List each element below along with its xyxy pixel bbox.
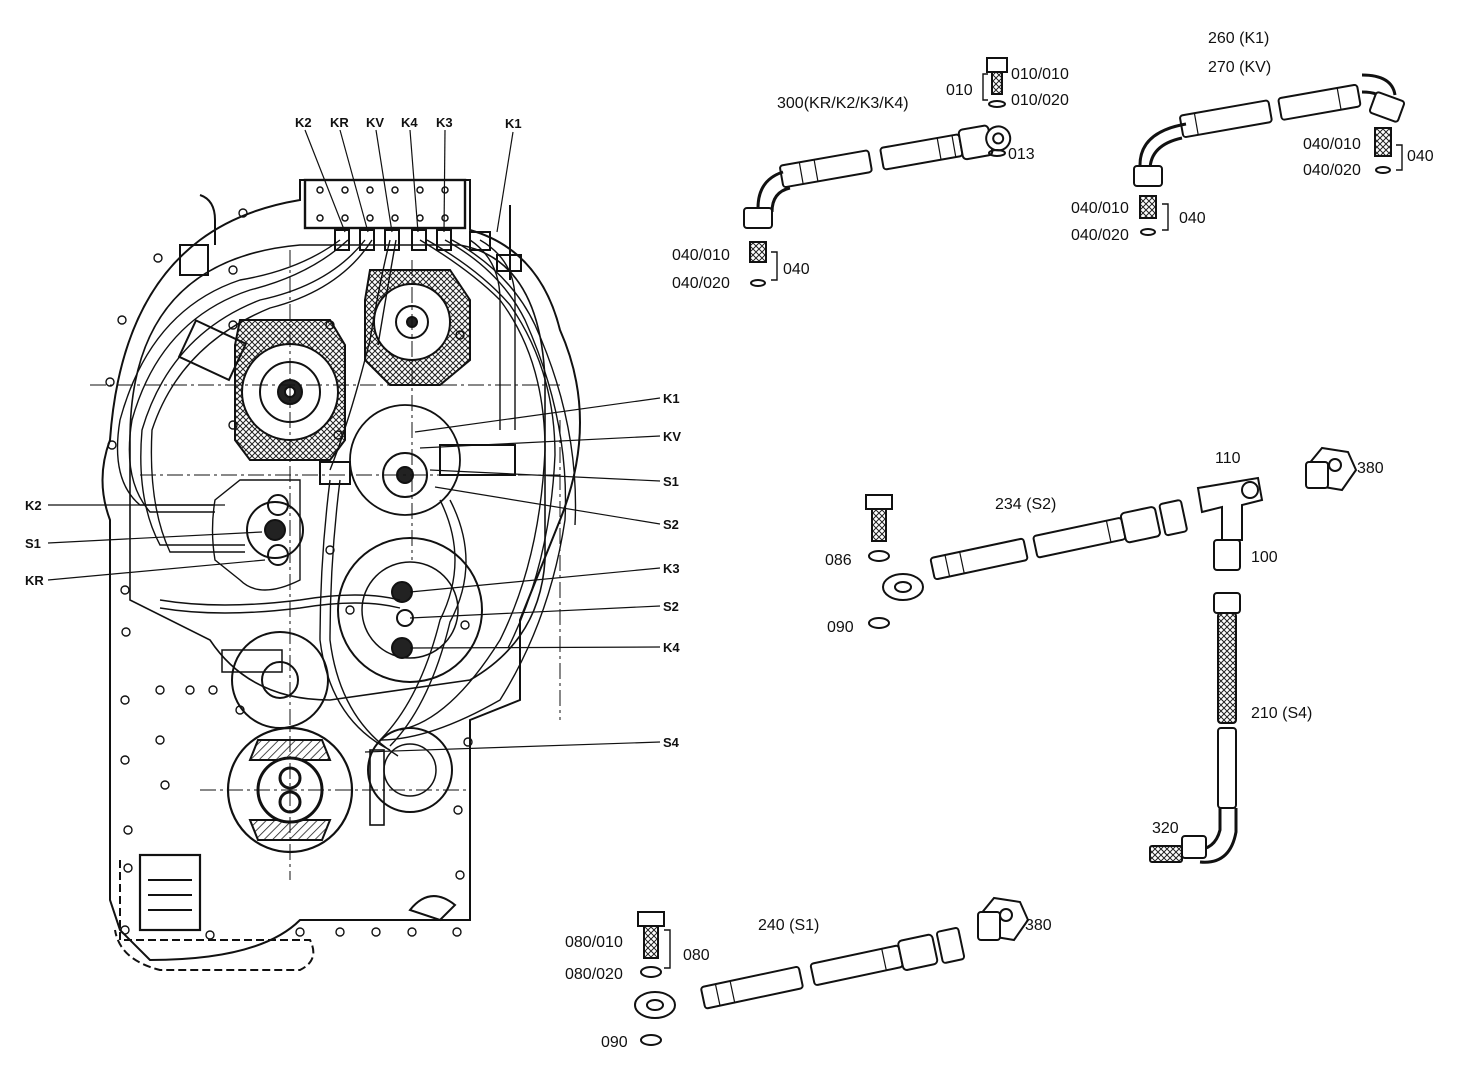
label-kr-top: KR	[330, 115, 349, 130]
label-040-010-b: 040/010	[1071, 200, 1129, 217]
label-080-020: 080/020	[565, 966, 623, 983]
label-040-010-c: 040/010	[1303, 136, 1361, 153]
label-110: 110	[1215, 450, 1241, 467]
label-010: 010	[946, 82, 973, 99]
housing-labels-right: K1 KV S1 S2 K3 S2 K4 S4	[663, 391, 681, 750]
label-210: 210 (S4)	[1251, 705, 1312, 722]
label-k3-right: K3	[663, 561, 680, 576]
label-k3-top: K3	[436, 115, 453, 130]
hose-234-210-labels: 110 380 234 (S2) 100 086 090 210 (S4) 32…	[825, 450, 1384, 837]
label-010-020: 010/020	[1011, 92, 1069, 109]
label-090-a: 090	[827, 619, 854, 636]
label-086: 086	[825, 552, 852, 569]
label-234: 234 (S2)	[995, 496, 1056, 513]
label-k1-top: K1	[505, 116, 522, 131]
housing-leader-lines	[47, 129, 661, 753]
label-s2-right: S2	[663, 517, 679, 532]
label-260: 260 (K1)	[1208, 30, 1269, 47]
label-040-020-b: 040/020	[1071, 227, 1129, 244]
housing-labels-left: K2 S1 KR	[25, 498, 44, 588]
hose-300-assembly	[743, 57, 1012, 287]
label-380-b: 380	[1025, 917, 1052, 934]
label-380-a: 380	[1357, 460, 1384, 477]
label-kv-top: KV	[366, 115, 384, 130]
label-k4-top: K4	[401, 115, 418, 130]
hose-240-assembly	[634, 896, 1030, 1046]
label-kr-left: KR	[25, 573, 44, 588]
transmission-housing	[90, 178, 581, 971]
label-040-c: 040	[1407, 148, 1434, 165]
label-040-020-a: 040/020	[672, 275, 730, 292]
label-100: 100	[1251, 549, 1278, 566]
label-090-b: 090	[601, 1034, 628, 1051]
hose-240-labels: 240 (S1) 380 080/010 080 080/020 090	[565, 917, 1052, 1051]
label-013: 013	[1008, 146, 1035, 163]
label-k2-top: K2	[295, 115, 312, 130]
hose-300-labels: 300(KR/K2/K3/K4) 010 010/010 010/020 013…	[672, 66, 1069, 292]
label-080-010: 080/010	[565, 934, 623, 951]
label-010-010: 010/010	[1011, 66, 1069, 83]
label-s1-left: S1	[25, 536, 41, 551]
hose-260-270-labels: 260 (K1) 270 (KV) 040/010 040/020 040 04…	[1071, 30, 1434, 244]
label-kv-right: KV	[663, 429, 681, 444]
hose-260-270-assembly	[1133, 73, 1406, 236]
label-240: 240 (S1)	[758, 917, 819, 934]
housing-labels-top: K2 KR KV K4 K3 K1	[295, 115, 522, 131]
label-s2-right-lower: S2	[663, 599, 679, 614]
label-040-010-a: 040/010	[672, 247, 730, 264]
label-k1-right: K1	[663, 391, 680, 406]
label-320: 320	[1152, 820, 1179, 837]
label-040-020-c: 040/020	[1303, 162, 1361, 179]
label-k2-left: K2	[25, 498, 42, 513]
label-040-b: 040	[1179, 210, 1206, 227]
label-270: 270 (KV)	[1208, 59, 1271, 76]
label-040-a: 040	[783, 261, 810, 278]
label-s1-right: S1	[663, 474, 679, 489]
label-k4-right: K4	[663, 640, 680, 655]
hose-234-210-assembly	[865, 446, 1358, 864]
label-300: 300(KR/K2/K3/K4)	[777, 95, 909, 112]
label-080: 080	[683, 947, 710, 964]
label-s4-right: S4	[663, 735, 680, 750]
